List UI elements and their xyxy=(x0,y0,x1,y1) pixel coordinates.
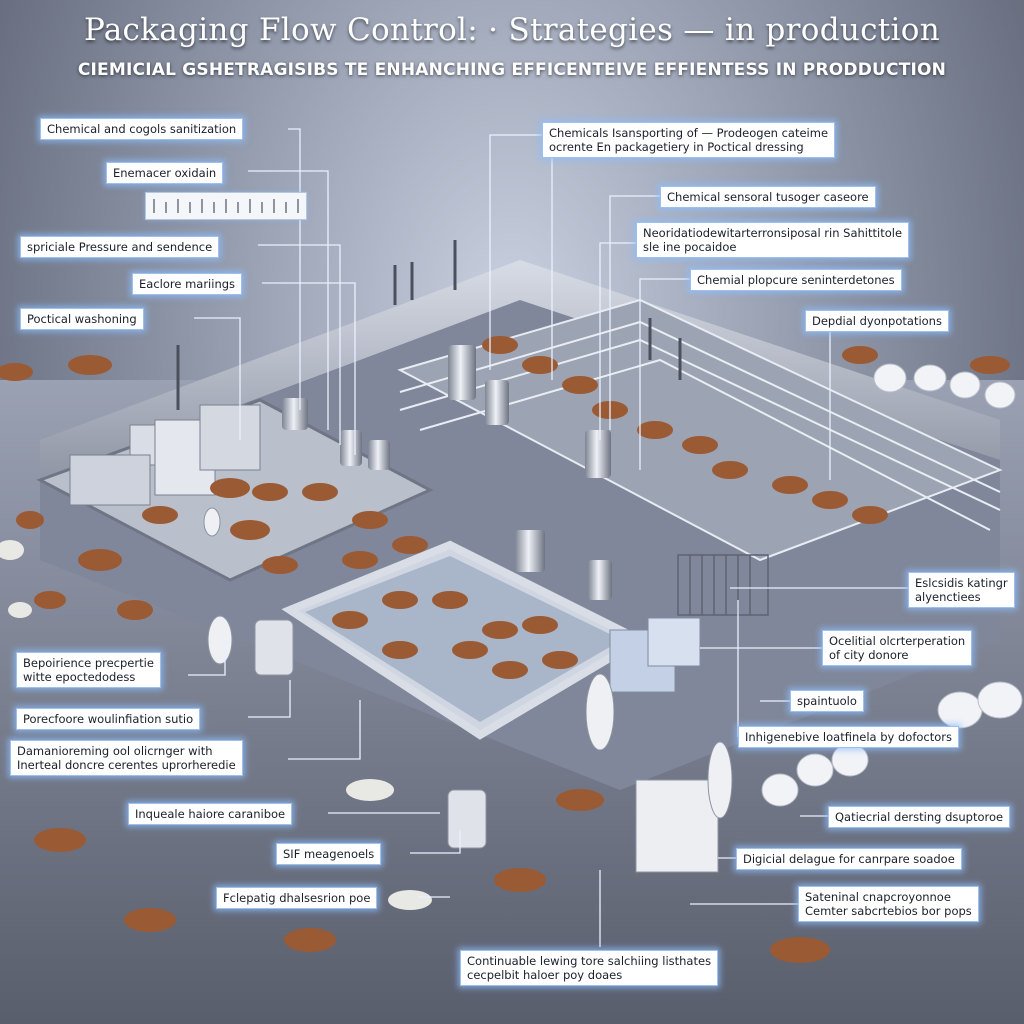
callout-sif-meagenoels: SIF meagenoels xyxy=(276,843,382,865)
callout-text: Chemical sensoral tusoger caseore xyxy=(667,190,869,204)
callout-line-2: Cemter sabcrtebios bor pops xyxy=(805,904,972,918)
page-subtitle: CIEMICIAL GSHETRAGISIBS TE ENHANCHING EF… xyxy=(77,60,947,80)
packaging-units xyxy=(254,617,719,873)
machines-left xyxy=(69,404,261,506)
callout-line-2: sle ine pocaidoe xyxy=(643,240,737,254)
callout-continuable: Continuable lewing tore salchiing listha… xyxy=(460,950,719,986)
callout-line-1: Chemicals Isansporting of — Prodeogen ca… xyxy=(549,126,829,140)
callout-text: Enemacer oxidain xyxy=(113,166,217,180)
callout-poctical-washoning: Poctical washoning xyxy=(20,308,144,330)
callout-text: Inhigenebive loatfinela by dofoctors xyxy=(745,730,952,744)
callout-enemacer-oxidain: Enemacer oxidain xyxy=(106,162,224,184)
callout-line-2: Inerteal doncre cerentes uprorheredie xyxy=(17,758,236,772)
callout-text: Depdial dyonpotations xyxy=(812,314,942,328)
callout-text: Porecfoore woulinfiation sutio xyxy=(23,712,194,726)
callout-depdial-dyonpotations: Depdial dyonpotations xyxy=(805,310,949,332)
callout-qatiecrial: Qatiecrial dersting dsuptoroe xyxy=(828,806,1011,828)
callout-chemicals-transporting: Chemicals Isansporting of — Prodeogen ca… xyxy=(542,122,836,158)
callout-text: Chemial plopcure seninterdetones xyxy=(697,273,895,287)
callout-chemical-sanitization: Chemical and cogols sanitization xyxy=(40,118,244,140)
callout-text: Qatiecrial dersting dsuptoroe xyxy=(835,810,1004,824)
callout-spriciale-pressure: spriciale Pressure and sendence xyxy=(20,236,220,258)
callout-line-1: Neoridatiodewitarterronsiposal rin Sahit… xyxy=(643,226,903,240)
gauge-scale xyxy=(145,192,307,220)
callout-spaintuolo: spaintuolo xyxy=(790,690,864,712)
callout-fclepatig: Fclepatig dhalsesrion poe xyxy=(216,887,378,909)
callout-line-2: alyenctiees xyxy=(915,590,981,604)
callout-text: spaintuolo xyxy=(797,694,857,708)
white-goats xyxy=(0,540,432,910)
leader-lines xyxy=(188,128,908,947)
callout-neoridatiode: Neoridatiodewitarterronsiposal rin Sahit… xyxy=(636,222,910,258)
callout-chemial-plopcure: Chemial plopcure seninterdetones xyxy=(690,269,902,291)
callout-text: Poctical washoning xyxy=(27,312,137,326)
callout-text: Eaclore mariings xyxy=(139,277,236,291)
workers xyxy=(203,507,733,819)
callout-inhigenebive: Inhigenebive loatfinela by dofoctors xyxy=(738,726,959,748)
callout-line-1: Ocelitial olcrterperation xyxy=(829,634,966,648)
callout-line-2: cecpelbit haloer poy doaes xyxy=(467,968,623,982)
callout-line-1: Sateninal cnapcroyonnoe xyxy=(805,890,951,904)
callout-text: Inqueale haiore caraniboe xyxy=(135,807,286,821)
callout-line-1: Bepoirience precpertie xyxy=(23,656,154,670)
product-rolls xyxy=(761,363,1023,807)
callout-line-2: of city donore xyxy=(829,648,909,662)
vent-posts xyxy=(176,240,682,410)
drying-rack xyxy=(677,554,769,616)
callout-eaclore-mariings: Eaclore mariings xyxy=(132,273,243,295)
callout-text: SIF meagenoels xyxy=(283,847,375,861)
callout-line-2: ocrente En packagetiery in Poctical dres… xyxy=(549,140,804,154)
callout-line-2: witte epoctedodess xyxy=(23,670,136,684)
callout-text: Fclepatig dhalsesrion poe xyxy=(223,891,371,905)
callout-porecfoore: Porecfoore woulinfiation sutio xyxy=(16,708,201,730)
back-wall xyxy=(40,260,1000,480)
gauge-ticks-icon xyxy=(153,199,299,213)
callout-line-1: Continuable lewing tore salchiing listha… xyxy=(467,954,712,968)
tanks xyxy=(282,345,612,600)
callout-line-1: Eslcsidis katingr xyxy=(915,576,1008,590)
callout-text: spriciale Pressure and sendence xyxy=(27,240,213,254)
callout-digicial-delague: Digicial delague for canrpare soadoe xyxy=(736,848,962,870)
callout-line-1: Damanioreming ool olicrnger with xyxy=(17,744,213,758)
callout-text: Digicial delague for canrpare soadoe xyxy=(743,852,955,866)
page-title: Packaging Flow Control: · Strategies — i… xyxy=(83,12,941,48)
callout-chemical-sensoral: Chemical sensoral tusoger caseore xyxy=(660,186,876,208)
callout-inqueale: Inqueale haiore caraniboe xyxy=(128,803,293,825)
callout-text: Chemical and cogols sanitization xyxy=(47,122,237,136)
